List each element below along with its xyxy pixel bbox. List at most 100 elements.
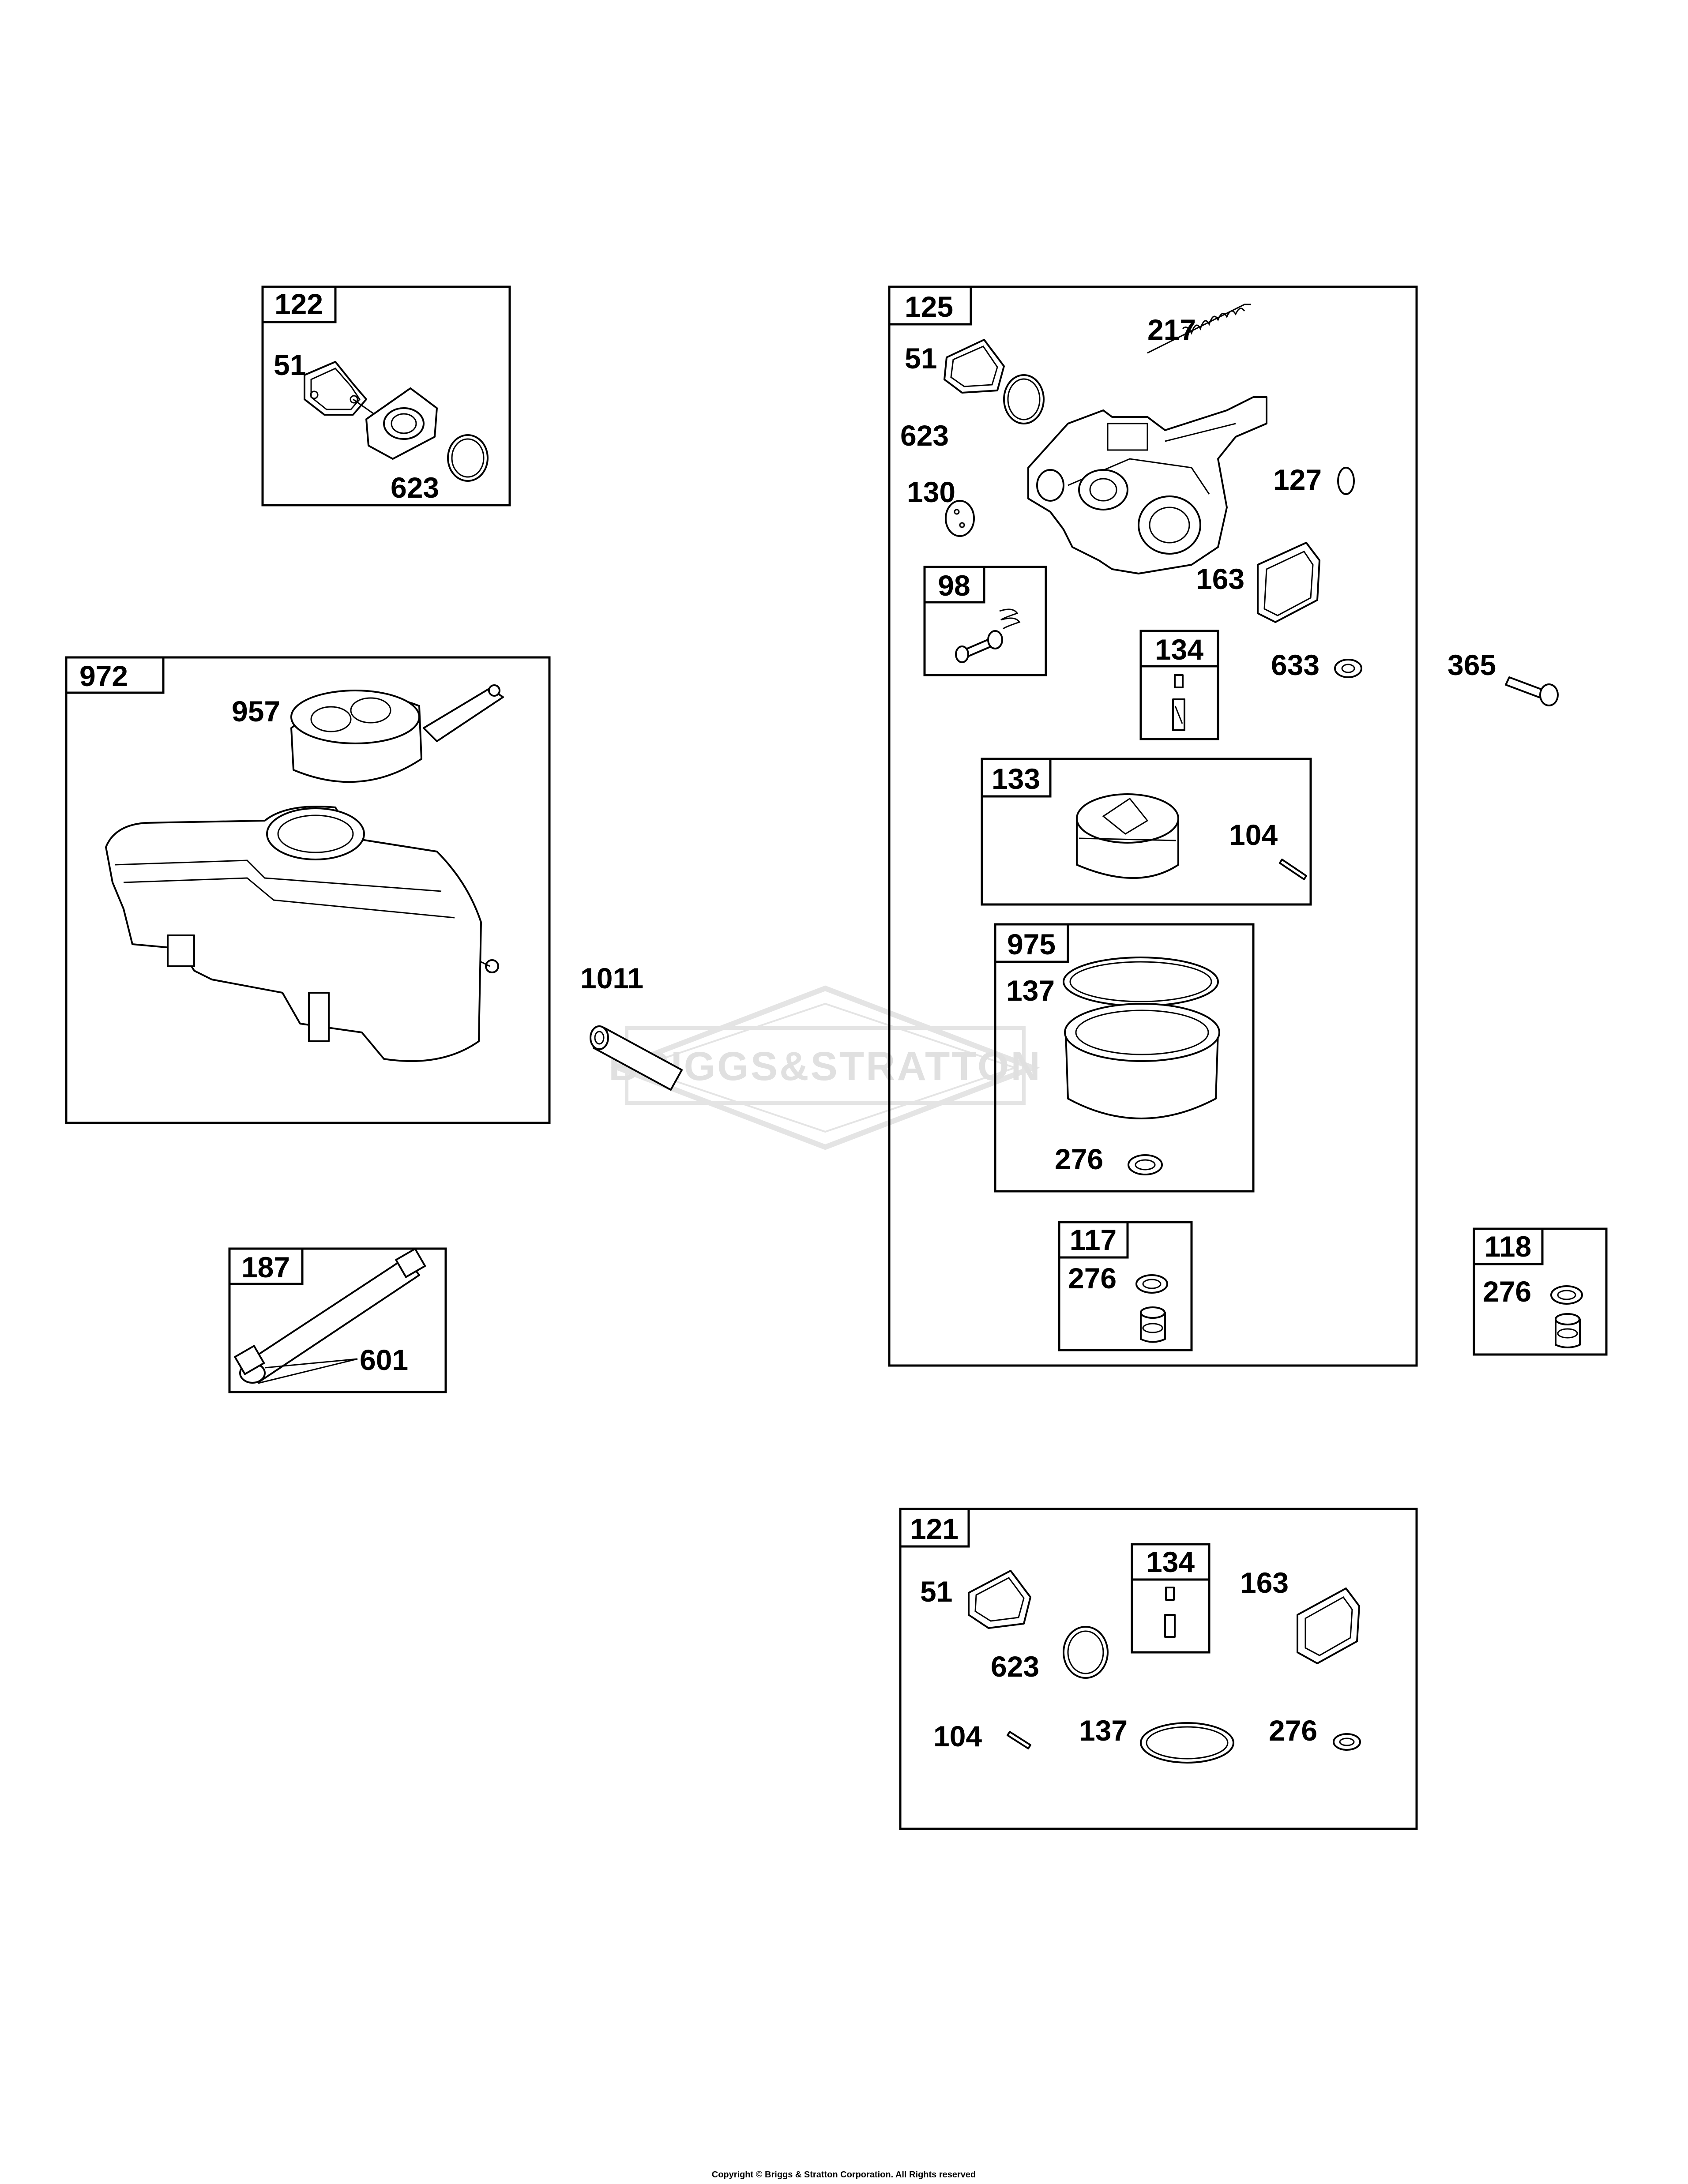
washer-276-part	[1135, 1274, 1168, 1294]
part-label-51[interactable]: 51	[274, 349, 306, 381]
part-label-276[interactable]: 276	[1068, 1262, 1117, 1295]
group-972-frame	[65, 656, 551, 1124]
part-label-957[interactable]: 957	[232, 695, 280, 728]
group-121-frame	[899, 1508, 1418, 1830]
part-label-51[interactable]: 51	[920, 1575, 952, 1608]
group-134-number[interactable]: 134	[1155, 633, 1203, 666]
part-label-601[interactable]: 601	[360, 1343, 408, 1376]
group-98: 98	[923, 566, 1047, 676]
group-121-number[interactable]: 121	[910, 1512, 959, 1545]
group-125: 125 51 217 623 130 127 163 633	[888, 285, 1418, 1367]
standalone-365: 365	[1447, 649, 1559, 706]
group-133-frame	[981, 758, 1312, 906]
plug-127-part	[1337, 467, 1355, 495]
plate-130-part	[945, 500, 975, 537]
fuel-tank-part	[105, 806, 499, 1062]
group-98-number[interactable]: 98	[938, 569, 970, 602]
part-label-1011[interactable]: 1011	[580, 962, 643, 994]
group-134-number[interactable]: 134	[1146, 1546, 1195, 1578]
group-133-number[interactable]: 133	[992, 762, 1040, 795]
jet-part	[1174, 674, 1184, 688]
group-98-header-box	[923, 566, 985, 604]
fuel-cap-part	[290, 684, 504, 783]
group-117: 117 276	[1058, 1221, 1193, 1351]
float-bowl-part	[1064, 1003, 1220, 1119]
spring-part	[1147, 304, 1251, 354]
insulator-part	[365, 387, 438, 460]
group-187-number[interactable]: 187	[241, 1251, 290, 1283]
group-125-number[interactable]: 125	[905, 290, 953, 323]
gasket-part	[968, 1570, 1031, 1629]
group-117-number[interactable]: 117	[1070, 1223, 1117, 1256]
group-975-frame	[994, 923, 1255, 1193]
float-part	[1076, 793, 1179, 879]
gasket-part	[944, 339, 1005, 394]
group-121: 121 51 163 623 104 137 276 134	[899, 1508, 1418, 1830]
group-118-number[interactable]: 118	[1485, 1230, 1531, 1263]
group-122-header-box	[261, 285, 337, 323]
part-label-276[interactable]: 276	[1483, 1275, 1531, 1308]
fuel-line-part	[234, 1248, 426, 1384]
group-975: 975 137 276	[994, 923, 1255, 1193]
group-125-header-box	[888, 285, 972, 326]
jet-part	[1165, 1587, 1175, 1601]
washer-633-part	[1334, 659, 1362, 678]
gasket-part	[304, 361, 367, 416]
washer-276-part	[1333, 1733, 1361, 1751]
part-label-633[interactable]: 633	[1271, 649, 1320, 681]
part-label-137[interactable]: 137	[1006, 974, 1055, 1007]
bowl-nut-part	[1555, 1313, 1581, 1348]
bowl-gasket-part	[1297, 1587, 1360, 1664]
part-label-127[interactable]: 127	[1273, 463, 1322, 496]
part-label-163[interactable]: 163	[1240, 1566, 1289, 1599]
group-134: 134	[1131, 1543, 1211, 1654]
group-187: 187 601	[228, 1247, 447, 1393]
group-187-header-box	[228, 1247, 304, 1285]
group-134: 134	[1139, 630, 1219, 740]
screw-part	[955, 630, 1003, 663]
group-133: 133 104	[981, 758, 1312, 906]
group-134-header-box	[1131, 1543, 1211, 1581]
group-118: 118 276	[1473, 1227, 1608, 1356]
part-label-163[interactable]: 163	[1196, 563, 1244, 595]
group-122: 122 51 623	[261, 285, 511, 507]
part-label-623[interactable]: 623	[900, 419, 949, 452]
group-972-header-box	[65, 656, 165, 694]
group-975-number[interactable]: 975	[1007, 928, 1056, 961]
part-label-104[interactable]: 104	[1229, 818, 1278, 851]
group-122-frame	[261, 285, 511, 507]
group-122-number[interactable]: 122	[274, 288, 323, 320]
standalone-1011: 1011	[580, 962, 683, 1091]
bolt-part	[1505, 676, 1559, 706]
group-187-frame	[228, 1247, 447, 1393]
part-label-137[interactable]: 137	[1079, 1714, 1128, 1747]
needle-part	[1164, 1614, 1176, 1638]
part-label-276[interactable]: 276	[1269, 1714, 1317, 1747]
o-ring-part	[1063, 1626, 1109, 1679]
carburetor-part	[1027, 396, 1267, 574]
group-972-number[interactable]: 972	[79, 660, 128, 692]
group-121-header-box	[899, 1508, 970, 1548]
part-label-623[interactable]: 623	[391, 471, 439, 504]
bowl-gasket-part	[1257, 542, 1320, 623]
part-label-130[interactable]: 130	[907, 476, 955, 508]
part-label-623[interactable]: 623	[991, 1650, 1039, 1683]
o-ring-part	[447, 434, 489, 482]
group-117-header-box	[1058, 1221, 1129, 1259]
washer-276-part	[1550, 1285, 1583, 1305]
group-118-header-box	[1473, 1227, 1544, 1265]
sleeve-part	[590, 1025, 683, 1091]
o-ring-part	[1003, 374, 1045, 424]
group-134-header-box	[1139, 630, 1219, 668]
watermark-text: BRIGGS&STRATTON	[609, 1044, 1042, 1089]
pin-104-part	[1007, 1731, 1031, 1749]
group-133-header-box	[981, 758, 1052, 798]
part-label-51[interactable]: 51	[905, 342, 937, 375]
part-label-104[interactable]: 104	[933, 1720, 982, 1752]
bowl-gasket-ring-part	[1140, 1722, 1234, 1764]
part-label-276[interactable]: 276	[1055, 1143, 1103, 1175]
bowl-gasket-ring-part	[1063, 957, 1219, 1007]
group-125-frame	[888, 285, 1418, 1367]
part-label-365[interactable]: 365	[1447, 649, 1496, 681]
